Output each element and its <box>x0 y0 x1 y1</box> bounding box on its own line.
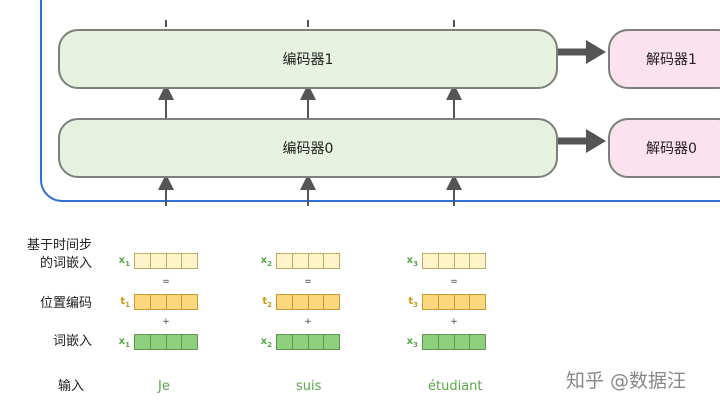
time-embedding-vector-3 <box>422 253 486 269</box>
equals-sign-2: = <box>304 277 312 287</box>
equals-sign-3: = <box>450 277 458 287</box>
x1-label-top: x1 <box>118 255 130 268</box>
positional-encoding-vector-2 <box>276 294 340 310</box>
x2-label-top: x2 <box>260 255 272 268</box>
encoder-0: 编码器0 <box>58 118 558 178</box>
x1-label-bottom: x1 <box>118 336 130 349</box>
x3-label-top: x3 <box>406 255 418 268</box>
plus-sign-2: + <box>304 317 312 327</box>
equals-sign-1: = <box>162 277 170 287</box>
decoder-0: 解码器0 <box>608 118 720 178</box>
row-label-embedding: 词嵌入 <box>52 334 92 349</box>
word-embedding-vector-3 <box>422 334 486 350</box>
t1-label: t1 <box>120 296 130 309</box>
encoder-stack-frame <box>40 0 720 202</box>
t3-label: t3 <box>408 296 418 309</box>
encoder-1: 编码器1 <box>58 29 558 89</box>
plus-sign-1: + <box>162 317 170 327</box>
x3-label-bottom: x3 <box>406 336 418 349</box>
plus-sign-3: + <box>450 317 458 327</box>
row-label-input: 输入 <box>57 379 84 394</box>
encoder-1-label: 编码器1 <box>282 52 334 68</box>
row-label-time-signal: 基于时间步 的词嵌入 <box>26 238 92 271</box>
word-embedding-vector-2 <box>276 334 340 350</box>
decoder-1: 解码器1 <box>608 29 720 89</box>
time-embedding-vector-2 <box>276 253 340 269</box>
encoder-0-label: 编码器0 <box>282 141 334 157</box>
time-embedding-vector-1 <box>134 253 198 269</box>
t2-label: t2 <box>262 296 272 309</box>
input-word-3: étudiant <box>428 379 483 394</box>
input-word-1: Je <box>158 379 170 394</box>
decoder-0-label: 解码器0 <box>646 141 697 157</box>
row-label-positional: 位置编码 <box>39 296 92 311</box>
watermark: 知乎 @数据汪 <box>566 370 687 392</box>
decoder-1-label: 解码器1 <box>646 52 697 68</box>
input-word-2: suis <box>296 379 322 394</box>
x2-label-bottom: x2 <box>260 336 272 349</box>
positional-encoding-vector-1 <box>134 294 198 310</box>
positional-encoding-vector-3 <box>422 294 486 310</box>
arrow-enc1-dec1-head <box>586 40 606 64</box>
arrow-enc0-dec0-head <box>586 129 606 153</box>
word-embedding-vector-1 <box>134 334 198 350</box>
